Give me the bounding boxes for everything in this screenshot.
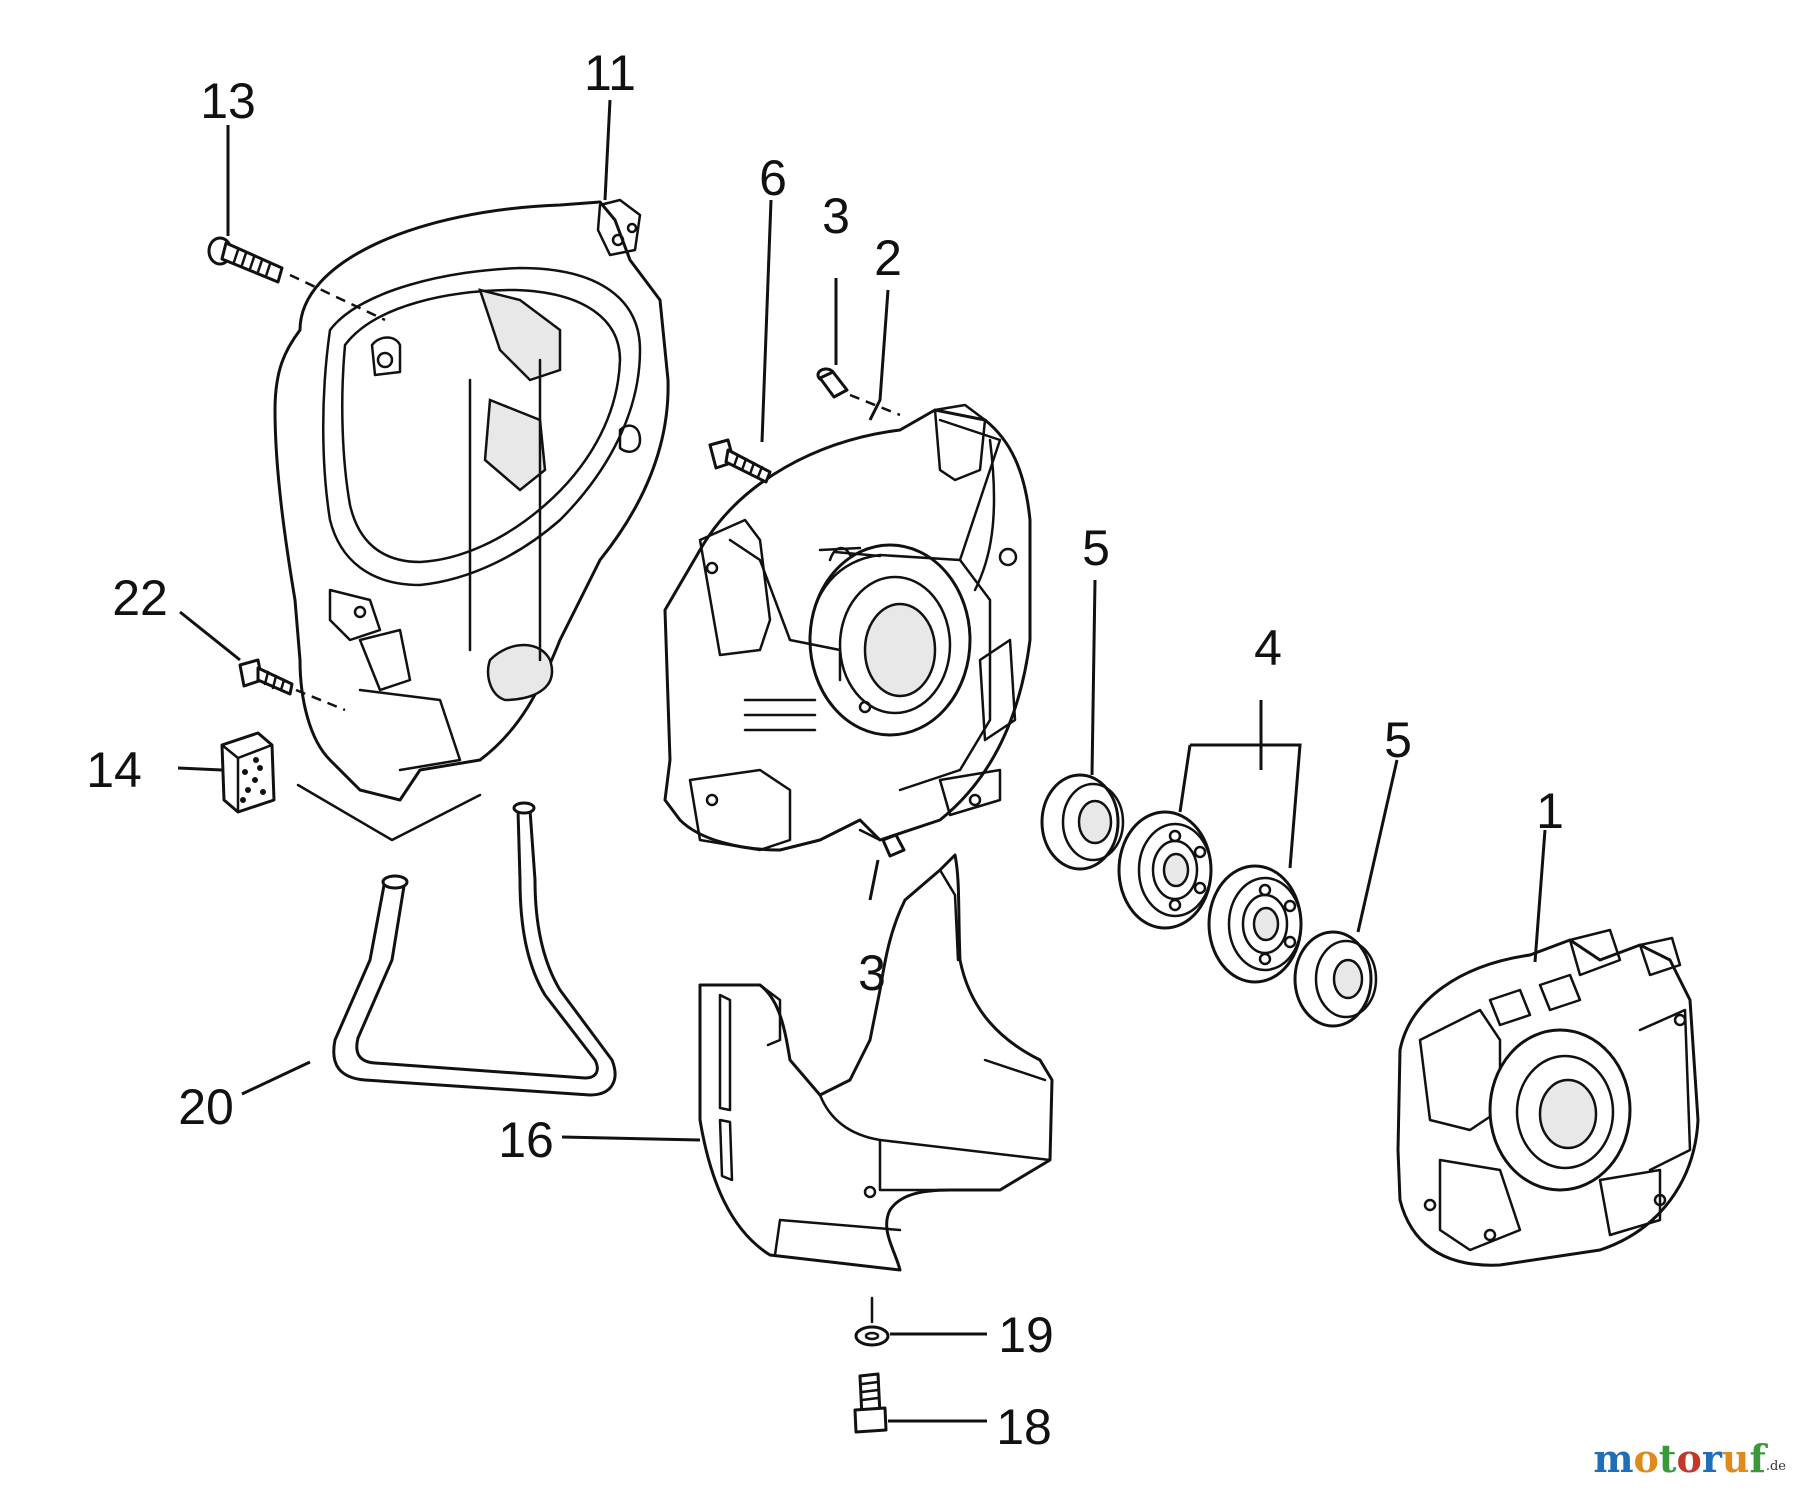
screw-part-22 — [238, 658, 346, 712]
callout-5-right: 5 — [1384, 712, 1412, 768]
brand-name: motoruf — [1593, 1436, 1766, 1481]
motoruf-watermark-logo: motoruf.de — [1593, 1436, 1786, 1481]
bearing-part-4-b — [1207, 864, 1303, 984]
callout-5-left: 5 — [1082, 520, 1110, 576]
pin-part-3-lower — [858, 828, 906, 858]
callout-18: 18 — [996, 1399, 1052, 1455]
callout-14: 14 — [86, 742, 142, 798]
brand-domain-suffix: .de — [1765, 1459, 1786, 1474]
brand-letter: m — [1593, 1436, 1634, 1481]
bearing-part-5-left — [1040, 773, 1125, 871]
cover-part-16 — [698, 853, 1054, 1272]
crankcase-part-1 — [1396, 928, 1700, 1267]
callout-19: 19 — [998, 1307, 1054, 1363]
screw-part-13 — [207, 236, 386, 322]
washer-part-19 — [854, 1296, 890, 1347]
fan-housing-part-11 — [273, 198, 670, 802]
callout-3-upper: 3 — [822, 188, 850, 244]
tube-part-20 — [332, 801, 617, 1097]
callout-22: 22 — [112, 570, 168, 626]
callout-13: 13 — [200, 73, 256, 129]
bearing-part-5-right — [1293, 930, 1378, 1028]
leader-lines — [177, 99, 1547, 1423]
screw-part-6 — [708, 438, 772, 484]
callout-6: 6 — [759, 150, 787, 206]
callout-2: 2 — [874, 230, 902, 286]
brand-letter: o — [1633, 1436, 1659, 1481]
callout-20: 20 — [178, 1079, 234, 1135]
brand-letter: f — [1749, 1436, 1766, 1481]
bearing-part-4-a — [1117, 810, 1213, 930]
callout-11: 11 — [584, 45, 636, 101]
bolt-part-18 — [853, 1372, 888, 1434]
callout-3-lower: 3 — [858, 945, 886, 1001]
callout-labels: 13 11 6 3 2 5 4 5 1 22 14 3 20 16 19 18 — [86, 45, 1564, 1455]
callout-4: 4 — [1254, 620, 1282, 676]
callout-1: 1 — [1536, 783, 1564, 839]
brand-letter: r — [1701, 1436, 1722, 1481]
brand-letter: t — [1658, 1436, 1677, 1481]
pin-part-3-upper — [816, 367, 901, 417]
brand-letter: o — [1676, 1436, 1702, 1481]
crankcase-part-2 — [663, 403, 1032, 852]
callout-16: 16 — [498, 1112, 554, 1168]
block-part-14 — [220, 731, 482, 842]
brand-letter: u — [1721, 1436, 1750, 1481]
